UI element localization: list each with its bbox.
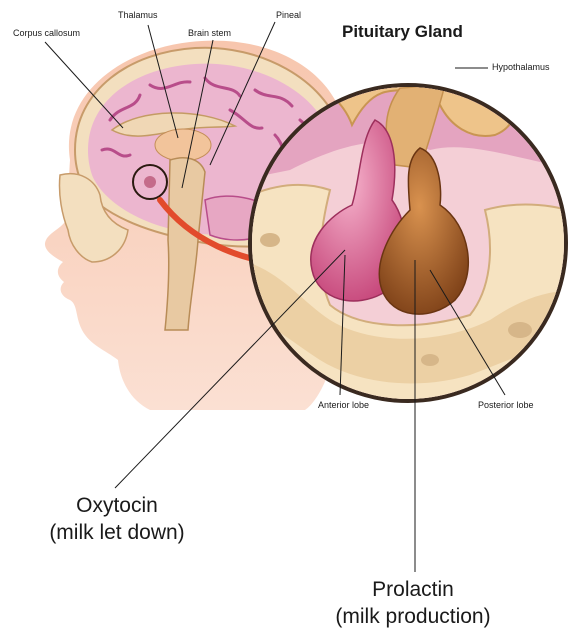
label-hypothalamus: Hypothalamus — [492, 62, 550, 72]
label-brain-stem: Brain stem — [188, 28, 231, 38]
label-thalamus: Thalamus — [118, 10, 158, 20]
label-anterior-lobe: Anterior lobe — [318, 400, 369, 410]
oxytocin-description: (milk let down) — [22, 519, 212, 546]
label-corpus-callosum: Corpus callosum — [13, 28, 80, 38]
prolactin-label: Prolactin (milk production) — [298, 576, 528, 630]
prolactin-name: Prolactin — [298, 576, 528, 603]
oxytocin-label: Oxytocin (milk let down) — [22, 492, 212, 546]
label-posterior-lobe: Posterior lobe — [478, 400, 534, 410]
title-pituitary-gland: Pituitary Gland — [342, 22, 463, 42]
prolactin-description: (milk production) — [298, 603, 528, 630]
oxytocin-name: Oxytocin — [22, 492, 212, 519]
label-pineal: Pineal — [276, 10, 301, 20]
thalamus — [155, 129, 211, 161]
